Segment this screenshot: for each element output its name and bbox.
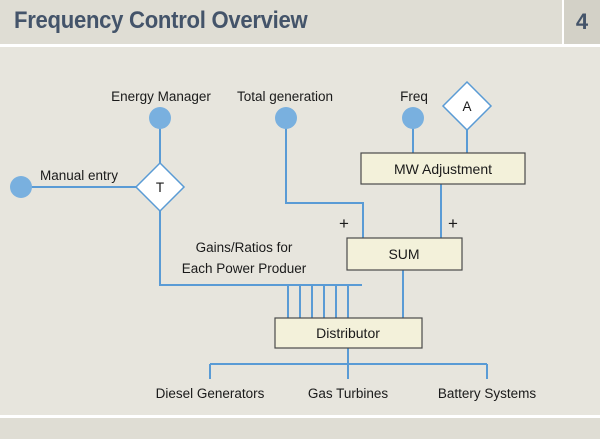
manual-entry-node xyxy=(10,176,32,198)
a-diamond xyxy=(441,80,493,132)
header-divider xyxy=(0,44,600,47)
energy-manager-node xyxy=(149,107,171,129)
page-number: 4 xyxy=(562,0,600,44)
header-bar: Frequency Control Overview 4 xyxy=(0,0,600,44)
total-generation-node xyxy=(275,107,297,129)
a-diamond-label: A xyxy=(462,99,471,114)
mw-adjustment-box xyxy=(360,152,526,185)
distributor-label: Distributor xyxy=(316,325,380,341)
battery-systems-label: Battery Systems xyxy=(438,386,537,401)
freq-node xyxy=(402,107,424,129)
gas-turbines-label: Gas Turbines xyxy=(308,386,389,401)
sum-label: SUM xyxy=(388,246,419,262)
sum-box xyxy=(346,237,463,271)
footer-bar xyxy=(0,418,600,439)
gains-label-line2: Each Power Produer xyxy=(182,261,307,276)
distributor-box xyxy=(274,317,423,349)
diesel-generators-label: Diesel Generators xyxy=(156,386,265,401)
total-generation-label: Total generation xyxy=(237,89,333,104)
energy-manager-label: Energy Manager xyxy=(111,89,211,104)
freq-label: Freq xyxy=(400,89,428,104)
footer-divider xyxy=(0,415,600,418)
t-diamond xyxy=(134,161,186,213)
mw-adjustment-label: MW Adjustment xyxy=(394,161,492,177)
t-diamond-label: T xyxy=(156,180,164,195)
manual-entry-label: Manual entry xyxy=(40,168,118,183)
connector-lines xyxy=(22,121,488,379)
gains-label-line1: Gains/Ratios for xyxy=(196,240,293,255)
sum-plus-right: + xyxy=(448,214,458,233)
sum-plus-left: + xyxy=(339,214,349,233)
page-title: Frequency Control Overview xyxy=(14,7,308,34)
total-generation-link xyxy=(285,121,364,238)
t-to-gains-link xyxy=(159,211,362,286)
